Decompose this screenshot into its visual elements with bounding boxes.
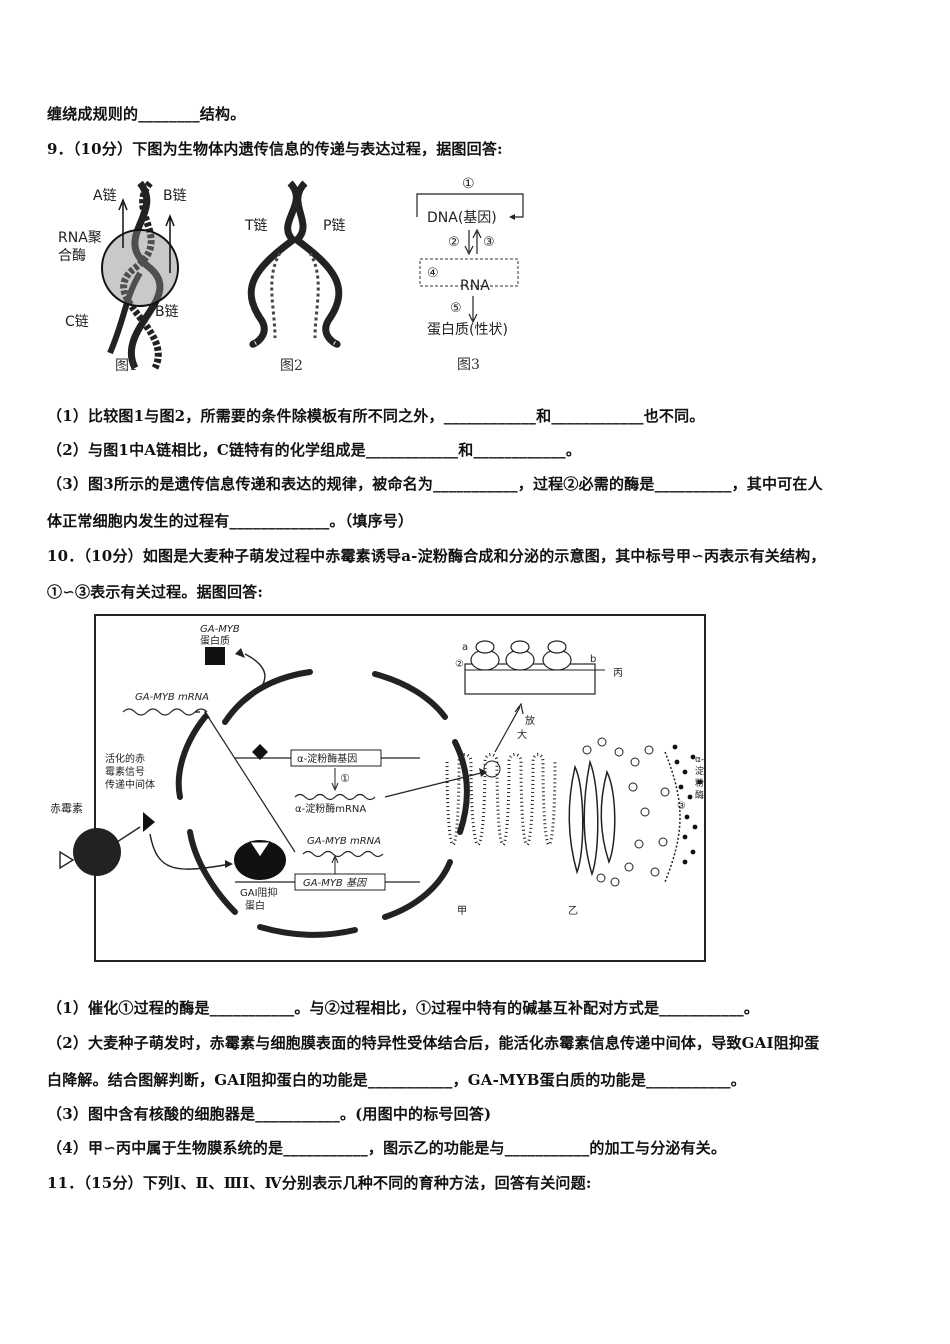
q9-part3-b: 体正常细胞内发生的过程有_____________。（填序号） — [47, 512, 414, 530]
fig2-t-chain-label: T链 — [244, 218, 268, 234]
q9-part3-a: （3）图3所示的是遗传信息传递和表达的规律，被命名为___________，过程… — [47, 475, 823, 493]
fig4-amylase-mrna: α-淀粉酶mRNA — [295, 802, 366, 815]
fig4-gamyb-protein-1: GA-MYB — [200, 624, 240, 635]
fig4-label-jia: 甲 — [457, 906, 467, 917]
fig4-signal-1: 活化的赤 — [105, 752, 145, 765]
fig4-amylase-4: 酶 — [695, 789, 704, 801]
figure-2-replication: T链 P链 图2 — [244, 180, 345, 374]
fig4-signal-2: 霉素信号 — [105, 765, 145, 778]
fig4-enlarge-2: 大 — [517, 728, 527, 741]
fig3-rna: RNA — [460, 278, 490, 294]
question-10-a: 10．（10分）如图是大麦种子萌发过程中赤霉素诱导a-淀粉酶合成和分泌的示意图，… — [47, 547, 826, 565]
question-9: 9．（10分）下图为生物体内遗传信息的传递与表达过程，据图回答: — [47, 140, 503, 158]
fig3-process-5: ⑤ — [450, 301, 462, 316]
fig3-process-3: ③ — [483, 235, 495, 250]
fig4-gamyb-gene: GA-MYB 基因 — [303, 877, 368, 889]
question-11: 11．（15分）下列Ⅰ、Ⅱ、ⅢI、Ⅳ分别表示几种不同的育种方法，回答有关问题: — [47, 1174, 592, 1192]
fig3-protein: 蛋白质(性状) — [427, 322, 508, 338]
fig3-process-2: ② — [448, 235, 460, 250]
fig4-amylase-3: 粉 — [695, 777, 704, 789]
fig3-process-4: ④ — [427, 266, 439, 281]
q9-part2: （2）与图1中A链相比，C链特有的化学组成是____________和_____… — [47, 441, 582, 459]
fig1-caption: 图1 — [115, 358, 138, 374]
fig1-a-chain-label: A链 — [93, 188, 117, 204]
fig4-process-1: ① — [340, 772, 350, 785]
q9-part1: （1）比较图1与图2，所需要的条件除模板有所不同之外，____________和… — [47, 407, 705, 425]
fig2-p-chain-label: P链 — [323, 218, 345, 234]
fig4-amylase-gene: α-淀粉酶基因 — [297, 752, 357, 765]
fig1-b-chain-bottom-label: B链 — [155, 304, 179, 320]
q10-part1: （1）催化①过程的酶是___________。与②过程相比，①过程中特有的碱基互… — [47, 999, 760, 1017]
text-line: 缠绕成规则的________结构。 — [47, 105, 246, 123]
fig4-amylase-2: 淀 — [695, 765, 704, 777]
fig4-label-b: b — [590, 654, 596, 665]
question-10-b: ①∽③表示有关过程。据图回答: — [47, 583, 264, 601]
q10-part2-a: （2）大麦种子萌发时，赤霉素与细胞膜表面的特异性受体结合后，能活化赤霉素信息传递… — [47, 1034, 820, 1052]
fig4-amylase-1: α- — [695, 755, 704, 765]
fig3-process-1: ① — [462, 176, 475, 192]
fig1-rna-polymerase-label-1: RNA聚 — [58, 230, 102, 246]
fig4-process-3: ③ — [677, 801, 686, 812]
fig4-gamyb-protein-2: 蛋白质 — [200, 634, 230, 647]
fig4-label-yi: 乙 — [568, 905, 578, 917]
fig4-gai-2: 蛋白 — [245, 899, 265, 912]
figure-3-central-dogma: ① DNA(基因) ② ③ ④ RNA ⑤ 蛋白质(性状) 图3 — [416, 176, 524, 373]
fig4-label-a: a — [462, 642, 468, 653]
fig4-gai-1: GAI阻抑 — [240, 887, 278, 899]
fig3-caption: 图3 — [457, 357, 480, 373]
fig4-label-bing: 丙 — [613, 668, 623, 679]
fig4-gibberellin: 赤霉素 — [50, 802, 83, 815]
fig1-c-chain-label: C链 — [65, 314, 89, 330]
fig3-dna-gene: DNA(基因) — [427, 209, 497, 226]
fig4-signal-3: 传递中间体 — [105, 778, 155, 791]
fig2-caption: 图2 — [280, 358, 303, 374]
figure-4-cell-diagram: GA-MYB 蛋白质 GA-MYB mRNA 活化的赤 霉素信号 传递中间体 赤… — [50, 614, 706, 962]
fig4-gamyb-mrna: GA-MYB mRNA — [135, 692, 209, 703]
fig4-process-2: ② — [455, 659, 464, 670]
fig4-gamyb-mrna-2: GA-MYB mRNA — [307, 836, 381, 847]
q10-part4: （4）甲∽丙中属于生物膜系统的是___________，图示乙的功能是与____… — [47, 1139, 727, 1157]
figure-1-transcription: A链 B链 RNA聚 合酶 C链 B链 图1 — [58, 180, 187, 374]
fig4-enlarge-1: 放 — [525, 714, 535, 727]
q10-part2-b: 白降解。结合图解判断，GAI阻抑蛋白的功能是___________，GA-MYB… — [47, 1071, 746, 1089]
fig1-rna-polymerase-label-2: 合酶 — [58, 248, 86, 264]
q10-part3: （3）图中含有核酸的细胞器是___________。(用图中的标号回答) — [47, 1105, 492, 1123]
fig1-b-chain-top-label: B链 — [163, 188, 187, 204]
